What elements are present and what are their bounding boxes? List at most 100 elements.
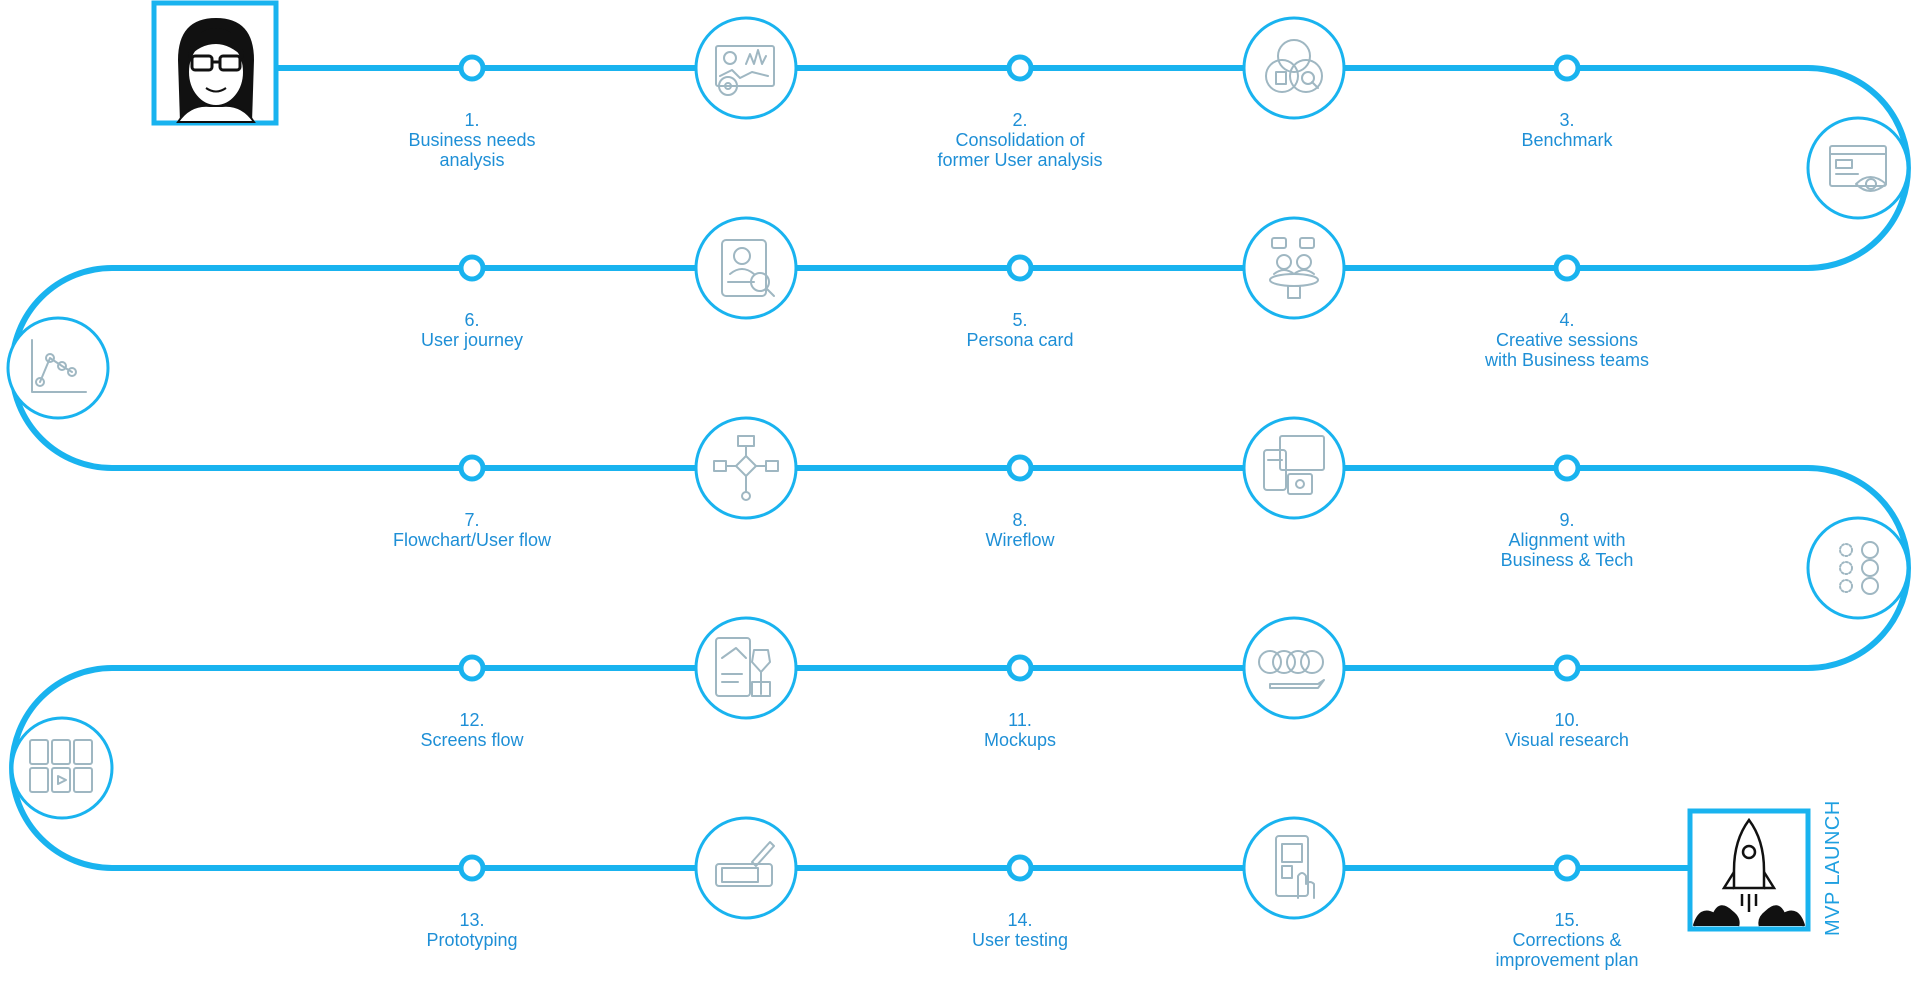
dashboard-settings-icon xyxy=(715,45,775,96)
rocket-launch-icon xyxy=(1692,817,1806,927)
step-number: 10. xyxy=(1554,710,1580,730)
web-view-eye-icon xyxy=(1829,145,1887,192)
step-number: 7. xyxy=(464,510,480,530)
step-6-icon-node xyxy=(6,316,110,420)
venn-analysis-icon xyxy=(1265,39,1323,93)
step-14-label: 14.User testing xyxy=(890,910,1150,950)
step-number: 8. xyxy=(1012,510,1028,530)
step-11-label: 11.Mockups xyxy=(890,710,1150,750)
step-title-line: Alignment with xyxy=(1508,530,1626,550)
step-13-marker xyxy=(458,854,486,882)
step-3-label: 3.Benchmark xyxy=(1437,110,1697,150)
step-title-line: Creative sessions xyxy=(1495,330,1639,350)
step-number: 1. xyxy=(464,110,480,130)
step-7-label: 7.Flowchart/User flow xyxy=(342,510,602,550)
step-8-marker xyxy=(1006,454,1034,482)
step-7-marker xyxy=(458,454,486,482)
step-1-icon-node xyxy=(694,16,798,120)
step-title-line: Flowchart/User flow xyxy=(392,530,552,550)
step-4-marker xyxy=(1553,254,1581,282)
screens-grid-icon xyxy=(29,739,93,793)
step-14-marker xyxy=(1006,854,1034,882)
meeting-team-icon xyxy=(1269,237,1319,299)
step-title-line: Business needs xyxy=(408,130,536,150)
mockup-pen-icon xyxy=(715,637,771,697)
step-title-line: with Business teams xyxy=(1484,350,1650,370)
step-8-label: 8.Wireflow xyxy=(890,510,1150,550)
phone-touch-icon xyxy=(1275,835,1315,899)
step-title-line: Visual research xyxy=(1505,730,1629,750)
step-6-label: 6.User journey xyxy=(342,310,602,350)
color-swatch-icon xyxy=(1258,650,1325,689)
step-title-line: User testing xyxy=(971,930,1069,950)
mvp-launch-frame xyxy=(1687,808,1811,932)
step-number: 3. xyxy=(1559,110,1575,130)
step-number: 14. xyxy=(1007,910,1033,930)
step-2-icon-node xyxy=(1242,16,1346,120)
alignment-circles-icon xyxy=(1839,541,1879,595)
step-5-label: 5.Persona card xyxy=(890,310,1150,350)
step-6-marker xyxy=(458,254,486,282)
step-4-icon-node xyxy=(1242,216,1346,320)
step-title-line: analysis xyxy=(439,150,505,170)
step-12-label: 12.Screens flow xyxy=(342,710,602,750)
step-title-line: Consolidation of xyxy=(955,130,1085,150)
step-title-line: Prototyping xyxy=(426,930,518,950)
step-title-line: User journey xyxy=(420,330,524,350)
step-8-icon-node xyxy=(1242,416,1346,520)
step-number: 9. xyxy=(1559,510,1575,530)
step-15-marker xyxy=(1553,854,1581,882)
step-10-marker xyxy=(1553,654,1581,682)
step-number: 12. xyxy=(459,710,485,730)
step-13-icon-node xyxy=(694,816,798,920)
step-number: 13. xyxy=(459,910,485,930)
step-title-line: Mockups xyxy=(983,730,1057,750)
persona-card-icon xyxy=(721,239,775,297)
devices-wireflow-icon xyxy=(1263,435,1325,495)
step-number: 6. xyxy=(464,310,480,330)
step-title-line: Business & Tech xyxy=(1500,550,1634,570)
step-title-line: Screens flow xyxy=(420,730,524,750)
step-number: 4. xyxy=(1559,310,1575,330)
step-3-icon-node xyxy=(1806,116,1910,220)
step-9-icon-node xyxy=(1806,516,1910,620)
start-avatar xyxy=(151,0,279,126)
flowchart-icon xyxy=(713,435,779,501)
step-1-marker xyxy=(458,54,486,82)
step-2-marker xyxy=(1006,54,1034,82)
step-number: 15. xyxy=(1554,910,1580,930)
journey-graph-icon xyxy=(31,339,87,393)
step-7-icon-node xyxy=(694,416,798,520)
step-title-line: Persona card xyxy=(966,330,1074,350)
step-number: 11. xyxy=(1008,710,1032,730)
step-10-icon-node xyxy=(1242,616,1346,720)
step-11-icon-node xyxy=(694,616,798,720)
step-15-label: 15.Corrections &improvement plan xyxy=(1437,910,1697,970)
step-13-label: 13.Prototyping xyxy=(342,910,602,950)
process-track xyxy=(9,65,1911,871)
step-number: 5. xyxy=(1012,310,1028,330)
step-number: 2. xyxy=(1012,110,1028,130)
step-title-line: former User analysis xyxy=(937,150,1103,170)
step-5-icon-node xyxy=(694,216,798,320)
step-11-marker xyxy=(1006,654,1034,682)
woman-avatar-icon xyxy=(176,18,256,123)
step-9-marker xyxy=(1553,454,1581,482)
step-10-label: 10.Visual research xyxy=(1437,710,1697,750)
step-title-line: Wireflow xyxy=(985,530,1055,550)
step-14-icon-node xyxy=(1242,816,1346,920)
tablet-stylus-icon xyxy=(715,841,775,887)
mvp-launch-label: MVP LAUNCH xyxy=(1822,800,1844,936)
step-title-line: improvement plan xyxy=(1495,950,1639,970)
step-12-icon-node xyxy=(10,716,114,820)
step-12-marker xyxy=(458,654,486,682)
step-5-marker xyxy=(1006,254,1034,282)
step-3-marker xyxy=(1553,54,1581,82)
step-title-line: Benchmark xyxy=(1521,130,1613,150)
